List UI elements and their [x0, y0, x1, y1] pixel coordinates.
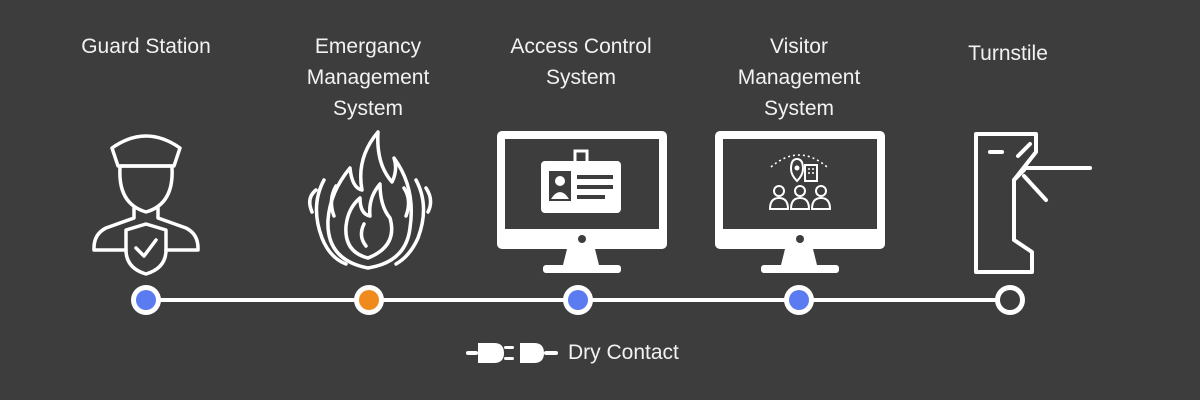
visitor-monitor-icon	[715, 131, 885, 273]
node-label-visitor-management: Visitor Management System	[737, 35, 861, 120]
node-label-access-control: Access Control System	[510, 35, 652, 89]
node-marker-visitor-management	[784, 285, 814, 315]
node-label-turnstile: Turnstile	[968, 42, 1048, 65]
node-marker-turnstile	[995, 285, 1025, 315]
plug-socket-icon	[466, 343, 558, 363]
node-label-emergency-management: Emergancy Management System	[306, 35, 430, 120]
id-card-monitor-icon	[497, 131, 667, 273]
node-label-guard-station: Guard Station	[81, 35, 211, 58]
node-marker-access-control	[563, 285, 593, 315]
turnstile-icon	[974, 132, 1092, 274]
legend-label: Dry Contact	[568, 341, 679, 364]
guard-officer-icon	[92, 134, 200, 276]
legend: Dry Contact	[466, 338, 679, 368]
node-marker-emergency-management	[354, 285, 384, 315]
connection-line	[131, 285, 1025, 315]
node-marker-guard-station	[131, 285, 161, 315]
fire-icon	[308, 130, 433, 270]
